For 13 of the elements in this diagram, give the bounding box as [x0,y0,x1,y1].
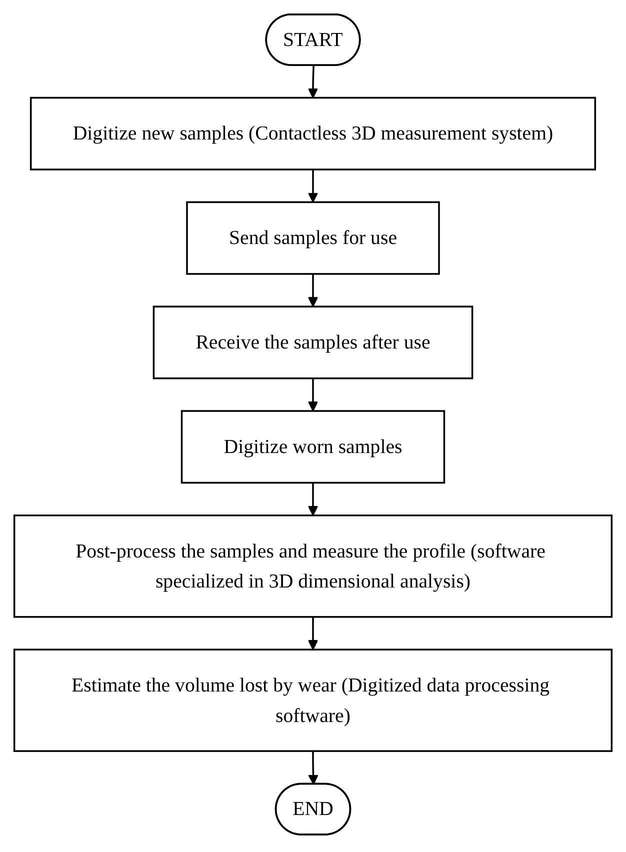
arrow [308,482,318,516]
node-box: Send samples for use [186,201,440,275]
arrow [308,66,318,98]
node-box: Digitize new samples (Contactless 3D measurement system) [30,96,596,170]
node-box: Digitize worn samples [180,410,446,484]
node-box: Receive the samples after use [152,306,474,380]
arrow [308,274,318,308]
arrow [308,616,318,650]
arrow [308,170,318,203]
node-box: Estimate the volume lost by wear (Digitized data processing software) [13,648,613,752]
node-box: Post-process the samples and measure the profile (software specialized in 3D dimensional analysis) [13,514,613,618]
arrow [308,751,318,785]
arrow [308,378,318,412]
